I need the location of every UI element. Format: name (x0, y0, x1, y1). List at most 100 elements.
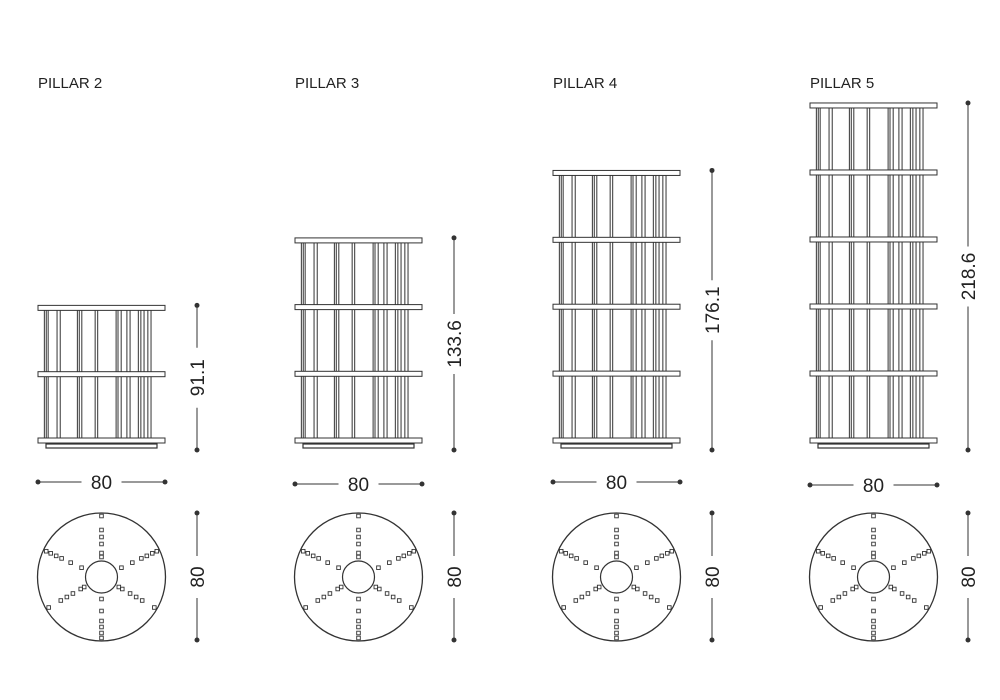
height-value: 218.6 (959, 253, 980, 301)
bolt-mark (119, 565, 124, 570)
bolt-mark (871, 596, 876, 602)
dimension-dot (709, 637, 715, 643)
bolt-mark (99, 513, 104, 519)
pillar-title: PILLAR 2 (38, 75, 102, 92)
bolt-mark (396, 598, 402, 603)
height-dimension: 91.1 (188, 302, 209, 453)
bolt-mark (300, 548, 306, 554)
bolt-mark (396, 556, 401, 561)
bolt-mark (376, 565, 381, 570)
bolt-mark (150, 551, 155, 556)
width-value: 80 (348, 475, 369, 496)
depth-value: 80 (188, 566, 209, 587)
depth-dimension: 80 (445, 510, 466, 643)
bolt-mark (614, 527, 619, 533)
depth-dimension: 80 (188, 510, 209, 643)
depth-dimension: 80 (703, 510, 724, 643)
shelf (552, 303, 681, 310)
bolt-mark (645, 560, 650, 565)
bolt-mark (154, 548, 160, 554)
pillar-2: PILLAR 2 91.1 80 80 (35, 75, 209, 643)
dimension-dot (194, 447, 200, 453)
bolt-mark (654, 598, 660, 603)
bolt-mark (573, 598, 579, 603)
bolt-mark (614, 513, 619, 519)
bolt-mark (356, 527, 361, 533)
bolt-mark (99, 618, 104, 624)
height-value: 133.6 (445, 320, 466, 368)
bolt-mark (139, 598, 145, 603)
bolt-mark (563, 551, 568, 556)
pillar-title: PILLAR 3 (295, 75, 359, 92)
bolt-mark (648, 594, 654, 600)
depth-value: 80 (703, 566, 724, 587)
bolt-mark (585, 591, 591, 596)
bolt-mark (390, 594, 396, 600)
depth-dimension: 80 (959, 510, 980, 643)
width-value: 80 (863, 476, 884, 497)
plan-view (551, 512, 682, 642)
dimension-dot (965, 447, 971, 453)
bolt-mark (316, 556, 321, 561)
bolt-mark (99, 608, 104, 614)
shelf (37, 304, 166, 311)
width-value: 80 (91, 473, 112, 494)
bolt-mark (836, 594, 842, 600)
bolt-mark (46, 605, 51, 610)
width-dimension: 80 (292, 475, 425, 496)
bolt-mark (667, 605, 672, 610)
dimension-dot (162, 479, 168, 485)
bolt-mark (558, 548, 564, 554)
bolt-mark (356, 624, 361, 630)
shelf (294, 304, 423, 311)
depth-value: 80 (445, 566, 466, 587)
vertical-slats (815, 107, 924, 440)
bolt-mark (820, 551, 825, 556)
shelf (809, 370, 938, 377)
bolt-mark (815, 548, 821, 554)
dimension-dot (965, 510, 971, 516)
bolt-mark (614, 635, 619, 641)
bolt-mark (871, 534, 876, 540)
center-hole (341, 560, 376, 594)
bolt-mark (614, 618, 619, 624)
bolt-mark (905, 594, 911, 600)
bolt-mark (911, 556, 916, 561)
height-dimension: 218.6 (959, 100, 980, 453)
shelf (294, 370, 423, 377)
bolt-mark (335, 586, 340, 592)
bolt-mark (916, 553, 922, 559)
bolt-mark (99, 554, 104, 560)
bolt-mark (614, 541, 619, 547)
height-value: 91.1 (188, 359, 209, 396)
bolt-mark (99, 596, 104, 602)
bolt-mark (574, 556, 579, 561)
outer-circle (808, 512, 939, 642)
bolt-mark (583, 560, 588, 565)
dimension-dot (419, 481, 425, 487)
bolt-mark (871, 550, 876, 556)
bolt-mark (892, 586, 897, 592)
bolt-mark (911, 598, 917, 603)
dimension-dot (965, 100, 971, 106)
bolt-mark (871, 624, 876, 630)
width-value: 80 (606, 473, 627, 494)
plan-view (808, 512, 939, 642)
bolt-mark (642, 591, 648, 596)
width-dimension: 80 (807, 476, 940, 497)
outer-circle (293, 512, 424, 642)
bolt-mark (568, 553, 574, 559)
pillar-title: PILLAR 4 (553, 75, 617, 92)
bolt-mark (830, 598, 836, 603)
bolt-mark (614, 624, 619, 630)
bolt-mark (377, 586, 382, 592)
bolt-mark (825, 553, 831, 559)
dimension-dot (709, 510, 715, 516)
bolt-mark (871, 541, 876, 547)
dimension-dot (451, 447, 457, 453)
bolt-mark (99, 550, 104, 556)
bolt-mark (579, 594, 585, 600)
bolt-mark (614, 608, 619, 614)
bolt-mark (356, 541, 361, 547)
